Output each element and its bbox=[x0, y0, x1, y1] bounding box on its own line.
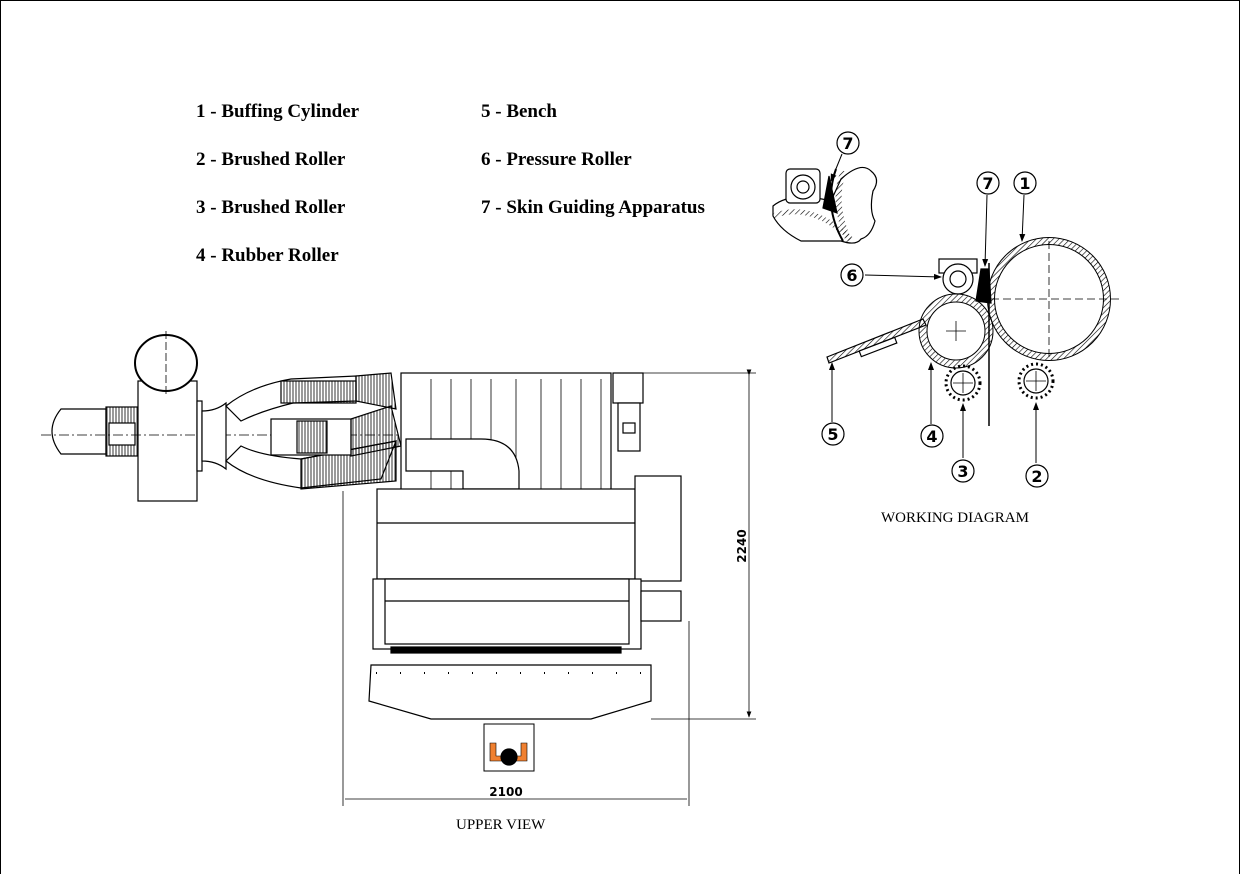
callout-7-inset: 7 bbox=[836, 131, 860, 155]
fan-housing bbox=[137, 380, 198, 502]
svg-text:3: 3 bbox=[957, 462, 968, 481]
skin-guiding-apparatus bbox=[975, 268, 992, 304]
dimension-width bbox=[342, 491, 690, 806]
brushed-roller-3 bbox=[944, 364, 982, 402]
callout-7: 7 bbox=[976, 171, 1000, 195]
callout-3: 3 bbox=[951, 459, 975, 483]
legend-item-2: 2 - Brushed Roller bbox=[196, 149, 346, 170]
working-diagram bbox=[772, 153, 1119, 463]
legend-item-5: 5 - Bench bbox=[481, 101, 557, 122]
svg-text:6: 6 bbox=[846, 266, 857, 285]
legend-item-7: 7 - Skin Guiding Apparatus bbox=[481, 197, 705, 218]
legend-item-4: 4 - Rubber Roller bbox=[196, 245, 339, 266]
svg-text:4: 4 bbox=[926, 427, 937, 446]
working-diagram-caption: WORKING DIAGRAM bbox=[881, 510, 1029, 526]
svg-text:7: 7 bbox=[982, 174, 993, 193]
brushed-roller-2 bbox=[1017, 362, 1055, 400]
upper-view-drawing bbox=[41, 331, 756, 806]
dimension-width-label: 2100 bbox=[489, 785, 522, 799]
svg-text:1: 1 bbox=[1019, 174, 1030, 193]
legend-item-3: 3 - Brushed Roller bbox=[196, 197, 346, 218]
dimension-depth bbox=[641, 369, 756, 720]
electrical-cabinet bbox=[634, 475, 682, 582]
callout-2: 2 bbox=[1025, 464, 1049, 488]
svg-text:5: 5 bbox=[827, 425, 838, 444]
motor bbox=[51, 408, 107, 455]
elbow-duct bbox=[405, 438, 520, 490]
pressure-roller bbox=[942, 263, 974, 295]
machine-body bbox=[376, 488, 636, 580]
inset-detail bbox=[772, 166, 878, 244]
callout-1: 1 bbox=[1013, 171, 1037, 195]
legend-item-6: 6 - Pressure Roller bbox=[481, 149, 632, 170]
callout-4: 4 bbox=[920, 424, 944, 448]
callout-5: 5 bbox=[821, 422, 845, 446]
callout-6: 6 bbox=[840, 263, 864, 287]
dimension-depth-label: 2240 bbox=[735, 529, 749, 562]
legend-item-1: 1 - Buffing Cylinder bbox=[196, 101, 360, 122]
svg-text:7: 7 bbox=[842, 134, 853, 153]
bench bbox=[826, 318, 927, 364]
feed-table bbox=[368, 664, 652, 720]
svg-text:2: 2 bbox=[1031, 467, 1042, 486]
upper-view-caption: UPPER VIEW bbox=[456, 817, 546, 833]
operator-icon bbox=[483, 723, 535, 772]
